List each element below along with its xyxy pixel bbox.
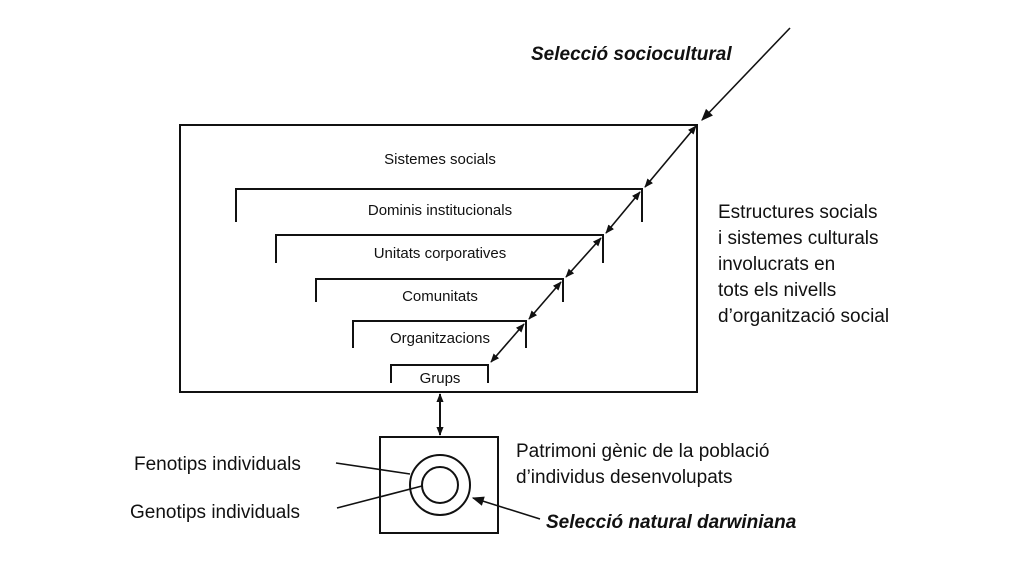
bracket-corporate-units <box>275 234 604 263</box>
selection-sociocultural-label: Selecció sociocultural <box>531 44 732 65</box>
gene-pool-line: d’individus desenvolupats <box>516 467 733 488</box>
level-label-corporate-units: Unitats corporatives <box>374 245 507 262</box>
description-line: i sistemes culturals <box>718 228 879 249</box>
gene-pool-line: Patrimoni gènic de la població <box>516 441 770 462</box>
social-systems-title: Sistemes socials <box>384 151 496 168</box>
selection-natural-label: Selecció natural darwiniana <box>546 512 797 533</box>
link-arrow-domains-corporate <box>605 191 641 234</box>
bracket-communities <box>315 278 564 302</box>
phenotype-circle <box>409 454 471 516</box>
level-label-communities: Comunitats <box>402 288 478 305</box>
bracket-institutional-domains <box>235 188 643 222</box>
genotypes-label: Genotips individuals <box>130 502 300 523</box>
phenotypes-pointer-line <box>335 462 411 475</box>
link-arrow-organizations-groups <box>490 323 525 363</box>
level-label-institutional-domains: Dominis institucionals <box>368 202 512 219</box>
bracket-groups <box>390 364 489 383</box>
description-line: d’organització social <box>718 306 889 327</box>
description-line: involucrats en <box>718 254 835 275</box>
genotypes-pointer-line <box>336 485 423 509</box>
description-line: tots els nivells <box>718 280 836 301</box>
link-arrow-corporate-communities <box>565 237 602 278</box>
link-arrow-systems-domains <box>644 125 697 188</box>
bracket-organizations <box>352 320 527 348</box>
genotype-circle <box>421 466 459 504</box>
link-arrow-communities-organizations <box>528 281 562 320</box>
natural-selection-arrow <box>471 496 541 520</box>
social-structures-description: Estructures socials i sistemes culturals… <box>718 202 889 327</box>
level-label-organizations: Organitzacions <box>390 330 490 347</box>
sociocultural-selection-arrow <box>701 27 791 121</box>
phenotypes-label: Fenotips individuals <box>134 454 301 475</box>
gene-pool-box <box>379 436 499 534</box>
social-systems-box <box>179 124 698 393</box>
level-label-groups: Grups <box>420 370 461 387</box>
description-line: Estructures socials <box>718 202 877 223</box>
